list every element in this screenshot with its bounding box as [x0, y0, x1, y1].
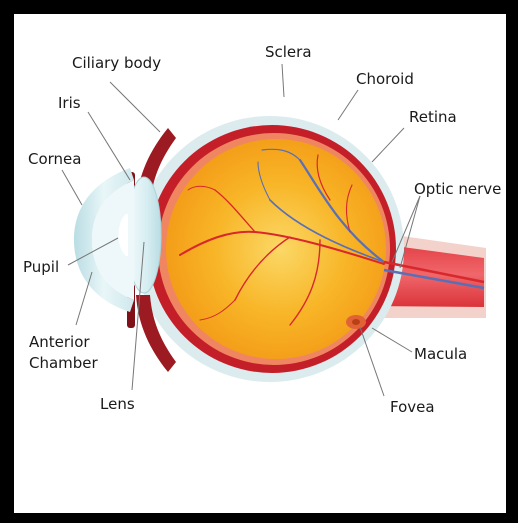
label-anterior-chamber-line2: Chamber — [29, 354, 98, 372]
label-pupil: Pupil — [23, 258, 59, 276]
label-anterior-chamber-line1: Anterior — [29, 333, 90, 351]
label-macula: Macula — [414, 345, 467, 363]
fovea — [352, 319, 360, 325]
label-retina: Retina — [409, 108, 457, 126]
label-cornea: Cornea — [28, 150, 81, 168]
label-ciliary-body: Ciliary body — [72, 54, 161, 72]
label-choroid: Choroid — [356, 70, 414, 88]
label-iris: Iris — [58, 94, 81, 112]
label-sclera: Sclera — [265, 43, 312, 61]
label-fovea: Fovea — [390, 398, 435, 416]
label-optic-nerve: Optic nerve — [414, 180, 501, 198]
label-lens: Lens — [100, 395, 135, 413]
